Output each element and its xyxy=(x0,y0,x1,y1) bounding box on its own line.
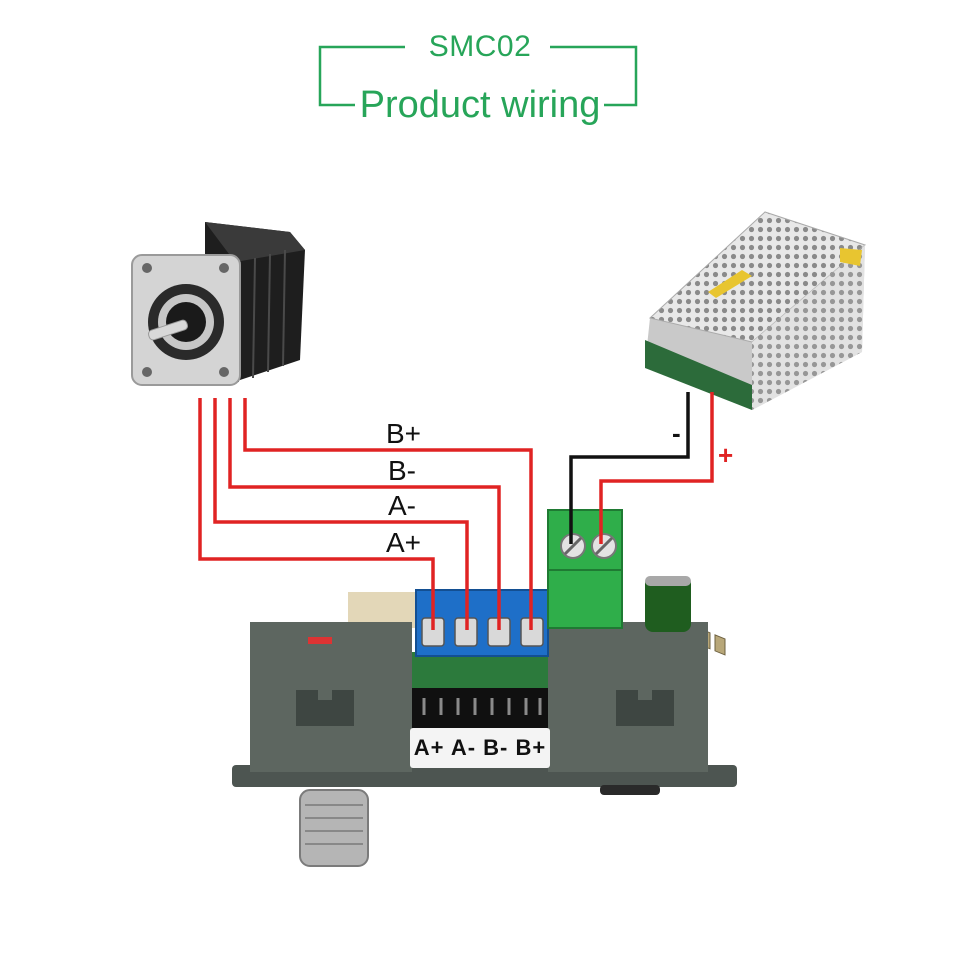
positive-label: + xyxy=(718,440,734,470)
motor-wires xyxy=(198,398,533,630)
motor-terminal-block xyxy=(415,589,549,657)
wire-label-b-plus: B+ xyxy=(386,418,422,449)
negative-label: - xyxy=(672,418,681,448)
wire-label-a-plus: A+ xyxy=(386,527,422,558)
wire-a-plus xyxy=(198,398,435,630)
terminal-strip-label: A+ A- B- B+ xyxy=(410,728,550,768)
wire-power-negative xyxy=(569,392,690,544)
wire-b-plus xyxy=(243,398,533,630)
power-supply xyxy=(645,211,866,656)
power-terminal-block xyxy=(547,509,623,629)
diagram-title: Product wiring xyxy=(359,84,601,126)
stepper-motor xyxy=(131,222,305,386)
title-frame xyxy=(318,45,638,107)
wire-power-positive xyxy=(599,392,714,544)
model-name: SMC02 xyxy=(428,30,532,63)
wire-b-minus xyxy=(228,398,501,630)
wire-label-a-minus: A- xyxy=(388,490,416,521)
controller-board xyxy=(232,576,737,867)
wire-a-minus xyxy=(213,398,469,630)
wire-label-b-minus: B- xyxy=(388,455,416,486)
